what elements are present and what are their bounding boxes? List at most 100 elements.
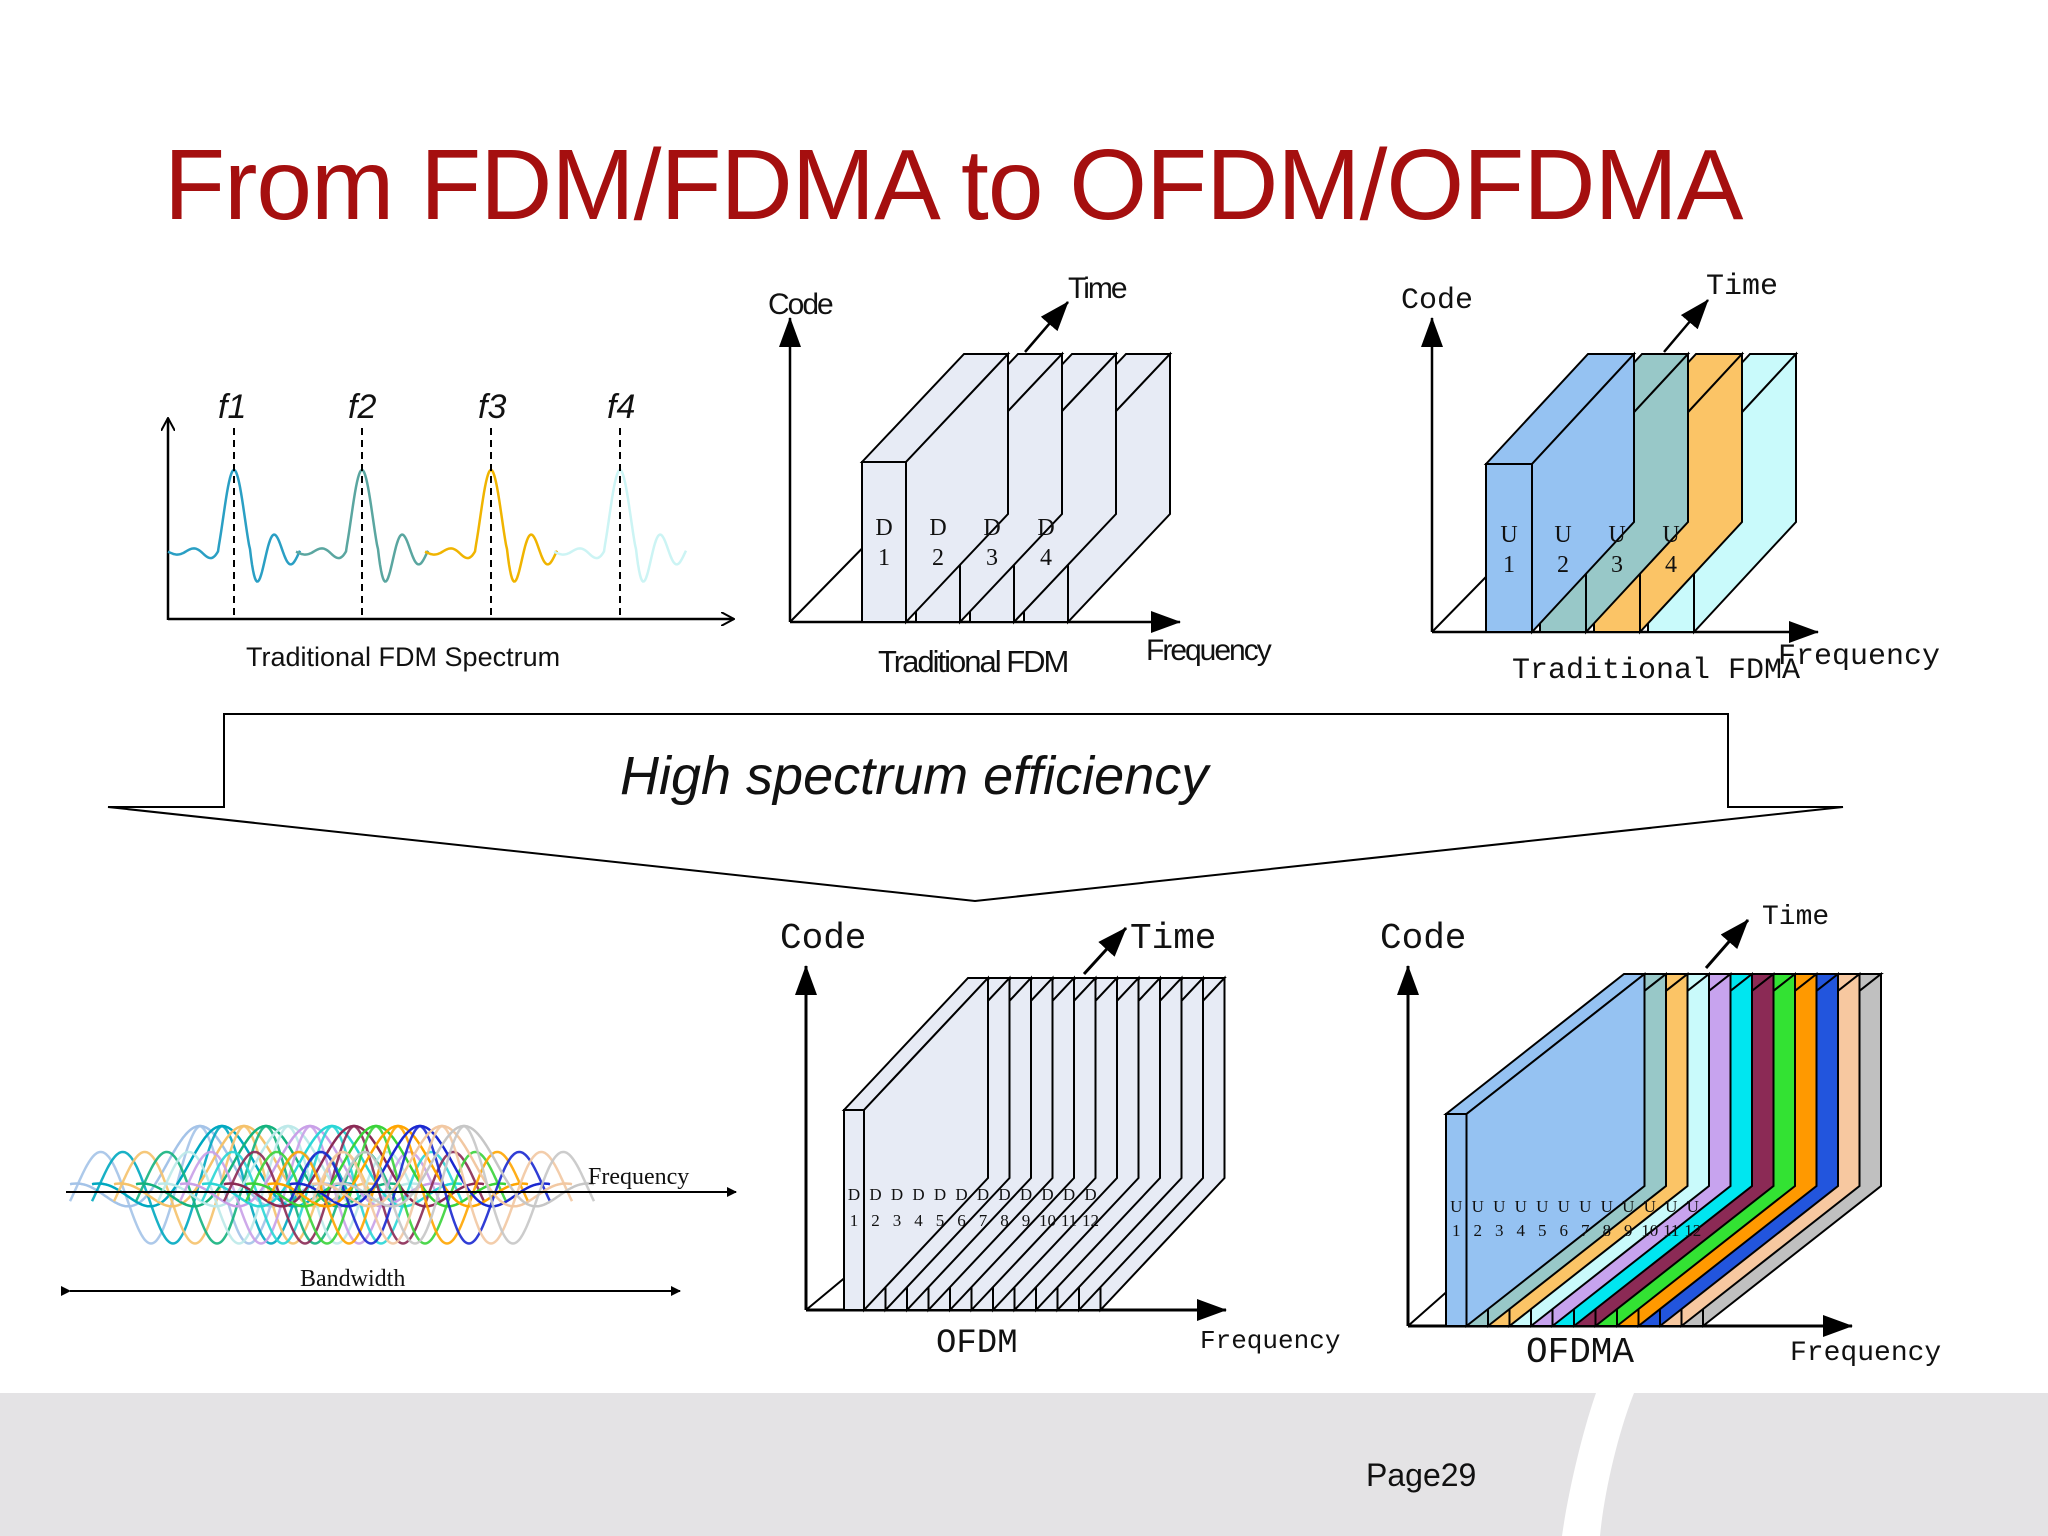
fdm-label-name-4: D bbox=[1037, 515, 1054, 541]
ofdm-axis-frequency: Frequency bbox=[1200, 1326, 1340, 1356]
fdma-label-number-1: 1 bbox=[1503, 552, 1515, 578]
ofdm-label-number-7: 7 bbox=[979, 1211, 988, 1230]
page-number: Page29 bbox=[1366, 1457, 1477, 1493]
fdma-label-number-3: 3 bbox=[1611, 552, 1623, 578]
ofdma-label-name-8: U bbox=[1601, 1197, 1613, 1216]
ofdm-subcarrier-envelope-11 bbox=[288, 1124, 552, 1245]
ofdma-label-name-12: U bbox=[1687, 1197, 1699, 1216]
fdma-label-name-2: U bbox=[1554, 522, 1571, 548]
efficiency-arrow-text: High spectrum efficiency bbox=[620, 746, 1211, 806]
fdm-carrier-label-4: f4 bbox=[607, 388, 635, 426]
fdm-label-number-1: 1 bbox=[878, 545, 890, 571]
ofdm-label-name-10: D bbox=[1041, 1185, 1053, 1204]
ofdm-subcarrier-envelope-13 bbox=[332, 1124, 596, 1245]
ofdma-label-number-11: 11 bbox=[1663, 1221, 1679, 1240]
ofdm-label-name-7: D bbox=[977, 1185, 989, 1204]
ofdm-subcarrier-envelope-6 bbox=[178, 1124, 442, 1245]
fdma-label-number-4: 4 bbox=[1665, 552, 1677, 578]
ofdma-time-axis bbox=[1704, 919, 1750, 969]
ofdma-axis-frequency: Frequency bbox=[1790, 1338, 1941, 1369]
ofdma-label-number-5: 5 bbox=[1538, 1221, 1547, 1240]
fdma-axis-frequency: Frequency bbox=[1778, 640, 1940, 674]
ofdm-subcarrier-envelope-5 bbox=[156, 1124, 420, 1245]
fdm-spectrum-plot: f1 f2 f3 f4 Traditional FDM Spectrum bbox=[168, 388, 734, 672]
fdm-spectrum-caption: Traditional FDM Spectrum bbox=[246, 642, 560, 672]
ofdm-label-name-4: D bbox=[912, 1185, 924, 1204]
ofdm-subcarrier-envelope-12 bbox=[310, 1124, 574, 1245]
fdm-carrier-label-2: f2 bbox=[348, 388, 376, 426]
ofdm-label-number-1: 1 bbox=[850, 1211, 859, 1230]
ofdma-cube-caption: OFDMA bbox=[1526, 1332, 1634, 1373]
ofdma-label-name-5: U bbox=[1536, 1197, 1548, 1216]
ofdma-label-name-10: U bbox=[1644, 1197, 1656, 1216]
fdm-label-number-3: 3 bbox=[986, 545, 998, 571]
fdm-label-number-2: 2 bbox=[932, 545, 944, 571]
ofdma-label-name-1: U bbox=[1450, 1197, 1462, 1216]
efficiency-arrow-banner: High spectrum efficiency bbox=[107, 713, 1844, 903]
ofdm-label-number-9: 9 bbox=[1022, 1211, 1031, 1230]
fdm-time-axis bbox=[1024, 301, 1069, 353]
fdm-block-1 bbox=[859, 351, 1011, 625]
ofdma-label-number-2: 2 bbox=[1474, 1221, 1483, 1240]
fdm-label-name-1: D bbox=[875, 515, 892, 541]
ofdm-label-name-2: D bbox=[869, 1185, 881, 1204]
fdma-label-name-3: U bbox=[1608, 522, 1625, 548]
ofdma-label-number-9: 9 bbox=[1624, 1221, 1633, 1240]
ofdma-axis-time: Time bbox=[1762, 902, 1829, 933]
ofdm-block-1 bbox=[841, 975, 991, 1313]
ofdma-axis-code: Code bbox=[1380, 918, 1466, 959]
ofdm-subcarrier-envelope-8 bbox=[222, 1124, 486, 1245]
ofdm-label-name-8: D bbox=[998, 1185, 1010, 1204]
fdma-label-name-1: U bbox=[1500, 522, 1517, 548]
ofdma-label-number-3: 3 bbox=[1495, 1221, 1504, 1240]
ofdm-label-name-12: D bbox=[1084, 1185, 1096, 1204]
ofdm-label-number-11: 11 bbox=[1061, 1211, 1077, 1230]
ofdma-label-number-8: 8 bbox=[1603, 1221, 1612, 1240]
ofdma-label-name-4: U bbox=[1515, 1197, 1527, 1216]
fdm-label-name-2: D bbox=[929, 515, 946, 541]
footer-bar bbox=[0, 1393, 2048, 1536]
fdm-label-number-4: 4 bbox=[1040, 545, 1052, 571]
ofdm-label-number-6: 6 bbox=[957, 1211, 966, 1230]
efficiency-arrow-shape bbox=[107, 713, 1844, 903]
ofdm-label-name-6: D bbox=[955, 1185, 967, 1204]
fdm-block-front-1 bbox=[861, 461, 907, 623]
bandwidth-label: Bandwidth bbox=[300, 1266, 405, 1292]
ofdm-subcarrier-envelope-9 bbox=[244, 1124, 508, 1245]
fdma-block-front-1 bbox=[1485, 463, 1533, 633]
ofdm-label-number-10: 10 bbox=[1039, 1211, 1056, 1230]
ofdma-label-name-11: U bbox=[1665, 1197, 1677, 1216]
ofdm-time-axis bbox=[1082, 926, 1128, 976]
fdma-axis-time: Time bbox=[1706, 270, 1778, 304]
fdm-label-name-3: D bbox=[983, 515, 1000, 541]
ofdma-label-number-12: 12 bbox=[1684, 1221, 1701, 1240]
ofdma-label-number-7: 7 bbox=[1581, 1221, 1590, 1240]
ofdma-block-1 bbox=[1443, 971, 1648, 1329]
fdm-carrier-label-1: f1 bbox=[218, 388, 246, 426]
ofdma-label-name-2: U bbox=[1472, 1197, 1484, 1216]
fdm-axis-time: Time bbox=[1068, 272, 1127, 305]
ofdm-label-number-12: 12 bbox=[1082, 1211, 1099, 1230]
fdma-label-number-2: 2 bbox=[1557, 552, 1569, 578]
ofdm-block-front-1 bbox=[843, 1109, 865, 1311]
ofdm-label-number-3: 3 bbox=[893, 1211, 902, 1230]
ofdma-label-name-6: U bbox=[1558, 1197, 1570, 1216]
ofdm-subcarrier-envelope-10 bbox=[266, 1124, 530, 1245]
fdm-ofdm-diagram: f1 f2 f3 f4 Traditional FDM Spectrum D1D… bbox=[61, 270, 1941, 1373]
fdma-block-1 bbox=[1483, 351, 1637, 635]
ofdm-label-name-9: D bbox=[1020, 1185, 1032, 1204]
ofdm-label-number-5: 5 bbox=[936, 1211, 945, 1230]
ofdm-cube-caption: OFDM bbox=[936, 1325, 1018, 1363]
ofdma-label-number-4: 4 bbox=[1517, 1221, 1526, 1240]
fdm-cube-caption: Traditional FDM bbox=[878, 644, 1068, 679]
ofdma-label-number-10: 10 bbox=[1641, 1221, 1658, 1240]
ofdm-label-number-8: 8 bbox=[1000, 1211, 1009, 1230]
ofdma-label-name-9: U bbox=[1622, 1197, 1634, 1216]
ofdm-axis-code: Code bbox=[780, 918, 866, 959]
fdma-time-axis bbox=[1663, 299, 1709, 353]
ofdm-label-name-3: D bbox=[891, 1185, 903, 1204]
ofdm-subcarrier-envelope-7 bbox=[200, 1124, 464, 1245]
